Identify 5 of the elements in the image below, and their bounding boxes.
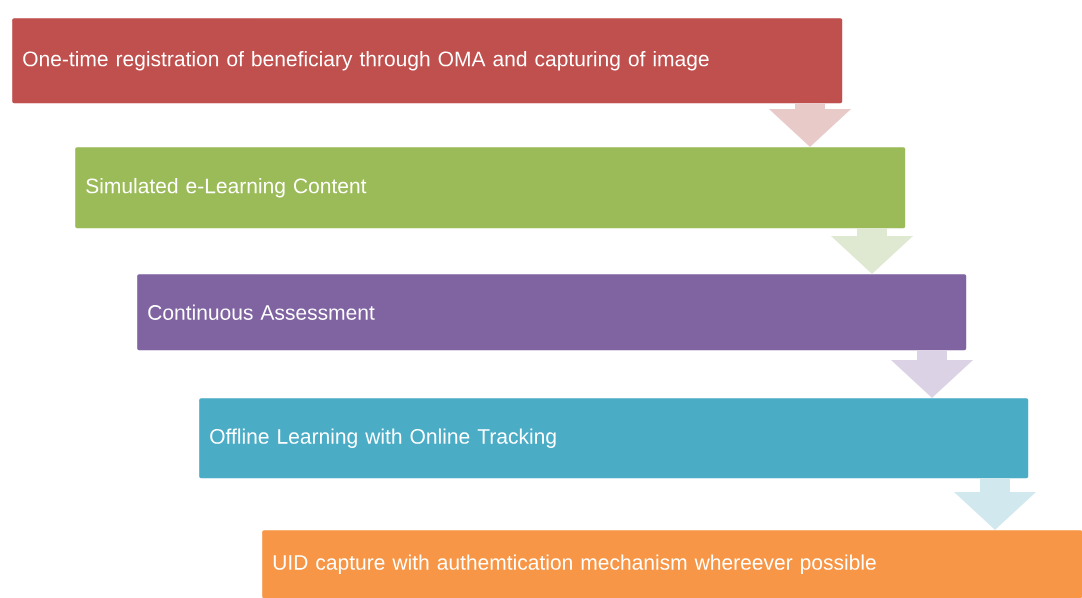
- process-box: UID capture with authemtication mechanism whereever possible: [262, 530, 1082, 598]
- process-box: Simulated e-Learning Content: [75, 147, 906, 229]
- process-box: Offline Learning with Online Tracking: [199, 398, 1029, 479]
- process-box: One-time registration of beneficiary through OMA and capturing of image: [12, 18, 843, 104]
- process-box: Continuous Assessment: [137, 274, 967, 351]
